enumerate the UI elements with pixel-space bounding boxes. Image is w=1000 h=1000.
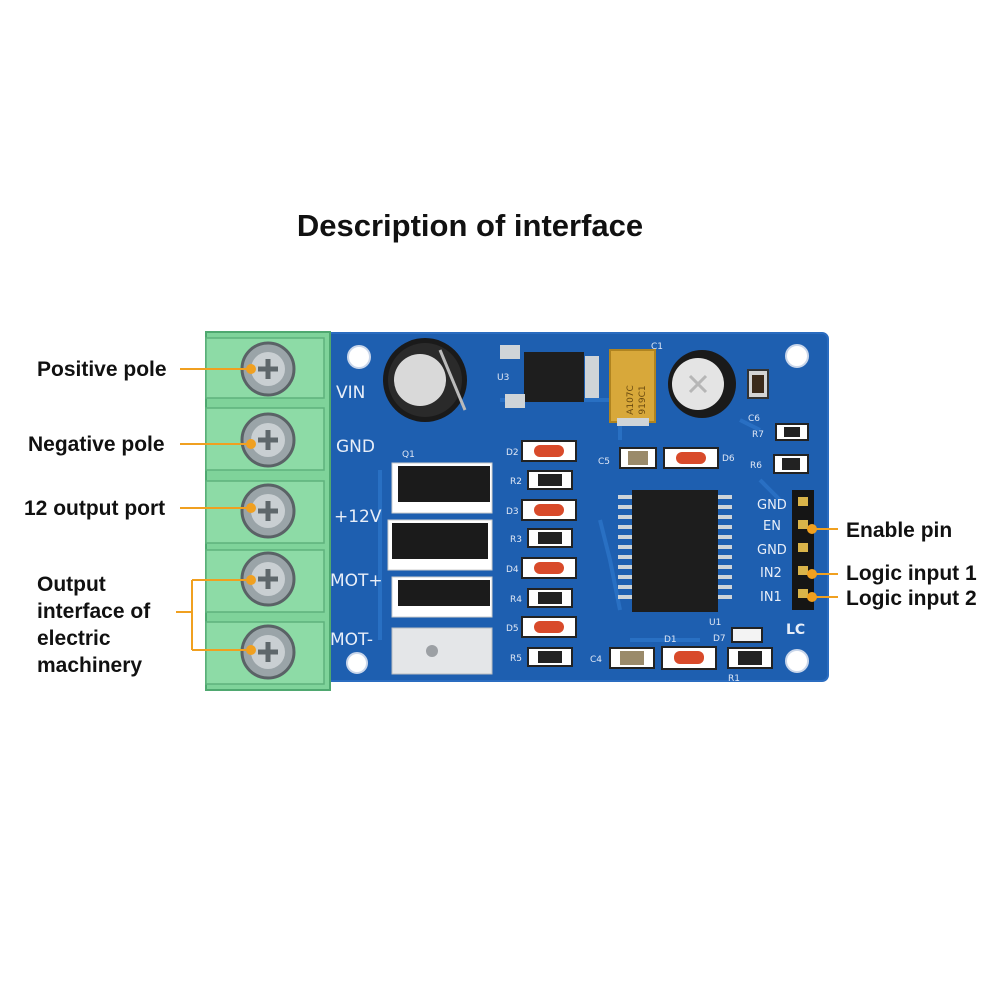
screw-icon xyxy=(240,551,296,607)
label-negative-pole: Negative pole xyxy=(28,433,165,456)
ref-d2: D2 xyxy=(506,448,519,458)
label-motor-line3: electric xyxy=(37,627,111,650)
ref-d7: D7 xyxy=(713,634,726,644)
ref-d1: D1 xyxy=(664,635,677,645)
callouts-right xyxy=(807,524,838,602)
tantalum-mark-2: 919C1 xyxy=(638,385,648,414)
label-motor-line2: interface of xyxy=(37,600,151,623)
silk-hdr-gnd2: GND xyxy=(757,543,787,558)
silk-logo: LC xyxy=(786,622,805,638)
mount-hole xyxy=(785,344,809,368)
silk-hdr-gnd1: GND xyxy=(757,498,787,513)
ref-d5: D5 xyxy=(506,624,519,634)
screw-icon xyxy=(240,341,296,397)
pin-header xyxy=(792,490,814,610)
ref-d6: D6 xyxy=(722,454,735,464)
ref-r5: R5 xyxy=(510,654,522,664)
diode-d1 xyxy=(661,646,717,670)
silk-hdr-in2: IN2 xyxy=(760,566,782,581)
resistor-r2 xyxy=(527,470,573,490)
ref-r1: R1 xyxy=(728,674,740,684)
diode-d3 xyxy=(521,499,577,521)
mosfet xyxy=(391,462,493,514)
label-logic-input-2: Logic input 2 xyxy=(846,587,977,610)
label-motor-line4: machinery xyxy=(37,654,143,677)
silk-hdr-in1: IN1 xyxy=(760,590,782,605)
callouts-left xyxy=(176,364,256,655)
screw-icon xyxy=(240,624,296,680)
silk-vin: VIN xyxy=(336,383,365,403)
resistor-r4 xyxy=(527,588,573,608)
label-logic-input-1: Logic input 1 xyxy=(846,562,977,585)
ref-r4: R4 xyxy=(510,595,522,605)
led-d7 xyxy=(731,627,763,643)
mount-hole xyxy=(347,345,371,369)
terminal-block xyxy=(205,331,331,691)
tantalum-mark-1: A107C xyxy=(626,385,636,415)
ref-c6: C6 xyxy=(748,414,760,424)
mosfet xyxy=(387,519,493,571)
ref-q1: Q1 xyxy=(402,450,415,460)
screw-icon xyxy=(240,483,296,539)
ref-u3: U3 xyxy=(497,373,509,383)
ref-c5: C5 xyxy=(598,457,610,467)
mount-hole xyxy=(346,652,368,674)
electrolytic-capacitor xyxy=(383,338,467,422)
driver-ic xyxy=(618,490,732,612)
resistor-r1 xyxy=(727,647,773,669)
voltage-regulator xyxy=(500,345,599,408)
ref-u1: U1 xyxy=(709,618,721,628)
silk-hdr-en: EN xyxy=(763,519,781,534)
diode-d2 xyxy=(521,440,577,462)
resistor-r5 xyxy=(527,647,573,667)
ref-r6: R6 xyxy=(750,461,762,471)
mosfet xyxy=(391,576,493,618)
silk-motm: MOT- xyxy=(330,630,373,650)
diode-d4 xyxy=(521,557,577,579)
mosfet xyxy=(391,627,493,675)
label-positive-pole: Positive pole xyxy=(37,358,167,381)
ref-c4: C4 xyxy=(590,655,602,665)
silk-12v: +12V xyxy=(334,507,382,527)
ref-r7: R7 xyxy=(752,430,764,440)
label-motor-line1: Output xyxy=(37,573,106,596)
page-title: Description of interface xyxy=(296,208,644,243)
ref-r2: R2 xyxy=(510,477,522,487)
ref-c1: C1 xyxy=(651,342,663,352)
mount-hole xyxy=(785,649,809,673)
diode-d5 xyxy=(521,616,577,638)
ref-d4: D4 xyxy=(506,565,519,575)
tantalum-capacitor: A107C 919C1 xyxy=(609,349,656,426)
screw-icon xyxy=(240,412,296,468)
capacitor-c4 xyxy=(609,647,655,669)
resistor-r3 xyxy=(527,528,573,548)
ref-r3: R3 xyxy=(510,535,522,545)
label-enable-pin: Enable pin xyxy=(846,519,953,542)
silk-gnd: GND xyxy=(336,437,375,457)
ref-d3: D3 xyxy=(506,507,519,517)
label-12-output-port: 12 output port xyxy=(24,497,166,520)
electrolytic-capacitor-2 xyxy=(668,350,736,418)
silk-motp: MOT+ xyxy=(330,571,383,591)
